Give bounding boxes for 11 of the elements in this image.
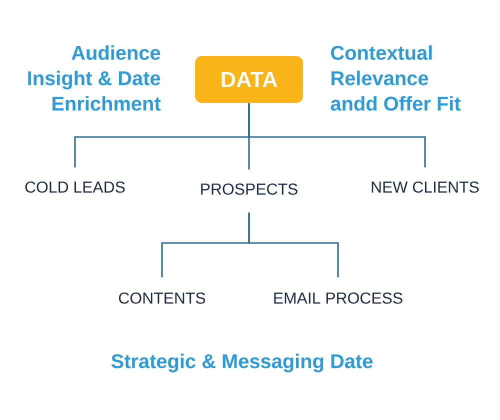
connector-line <box>248 212 339 278</box>
rounded-box: DATA <box>195 56 303 103</box>
tree-label: NEW CLIENTS <box>372 181 479 193</box>
side-heading: Audience Insight & Date Enrichment <box>28 45 161 111</box>
tree-label: EMAIL PROCESS <box>274 292 402 304</box>
tree-label: CONTENTS <box>118 292 206 304</box>
side-heading: Contextual Relevance andd Offer Fit <box>330 45 461 111</box>
bottom-heading: Strategic & Messaging Date <box>111 354 373 372</box>
tree-label: PROSPECTS <box>201 183 298 195</box>
connector-line <box>248 103 426 168</box>
tree-label: COLD LEADS <box>25 181 125 193</box>
